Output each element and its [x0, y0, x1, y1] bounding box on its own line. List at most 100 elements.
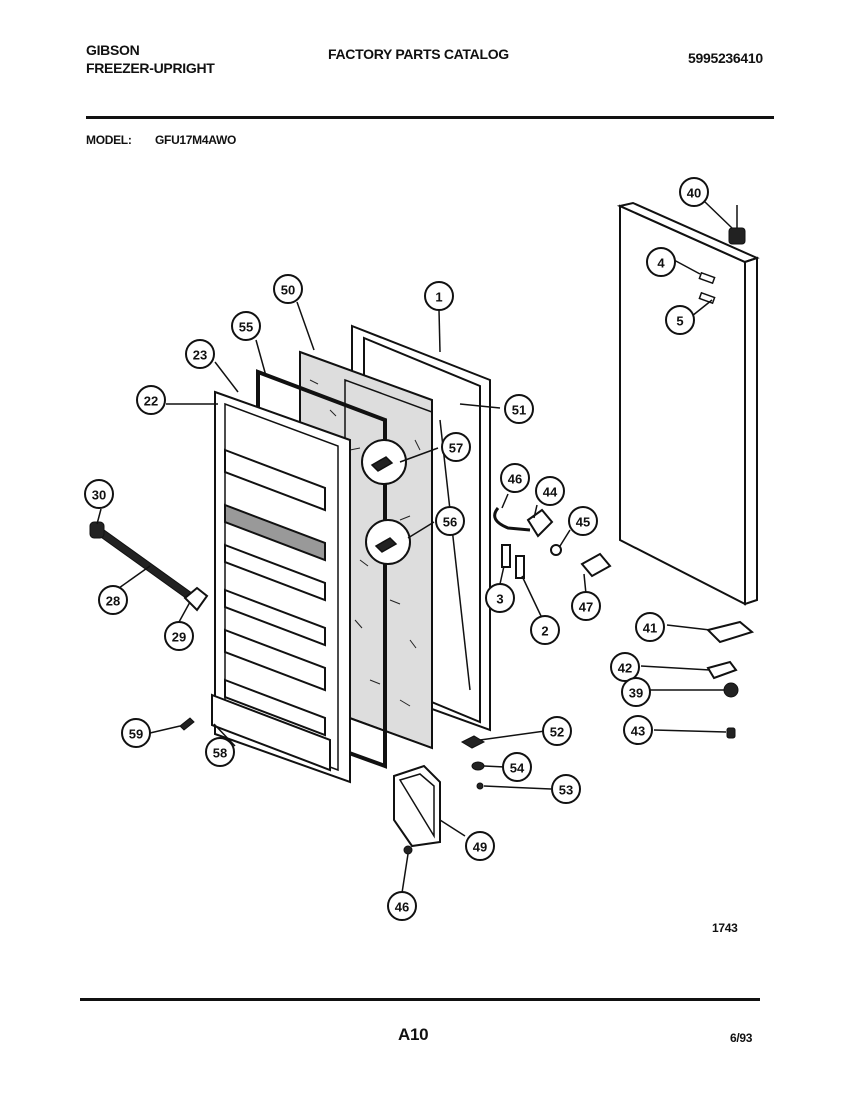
callout-label: 23 [193, 348, 207, 363]
callout-30: 30 [84, 479, 114, 509]
callout-circle [84, 479, 114, 509]
callout-label: 47 [579, 600, 593, 615]
callout-circle [98, 585, 128, 615]
callout-label: 22 [144, 394, 158, 409]
leader-lines [96, 200, 733, 894]
callout-49: 49 [465, 831, 495, 861]
callout-4: 4 [646, 247, 676, 277]
callout-label: 2 [541, 624, 548, 639]
callout-label: 28 [106, 594, 120, 609]
callout-circle [273, 274, 303, 304]
callout-label: 5 [676, 314, 683, 329]
callout-59: 59 [121, 718, 151, 748]
catalog-number: 5995236410 [688, 50, 763, 66]
bottom-hinge [706, 620, 755, 739]
callout-label: 42 [618, 661, 632, 676]
callout-43: 43 [623, 715, 653, 745]
callout-label: 40 [687, 186, 701, 201]
door-shelves [224, 448, 326, 737]
callout-1: 1 [424, 281, 454, 311]
callout-circle [136, 385, 166, 415]
callout-label: 3 [496, 592, 503, 607]
callout-circle [679, 177, 709, 207]
callout-circle [542, 716, 572, 746]
callout-circle [504, 394, 534, 424]
callout-circle [441, 432, 471, 462]
callout-label: 30 [92, 488, 106, 503]
callout-circle [623, 715, 653, 745]
callout-46: 46 [500, 463, 530, 493]
callout-42: 42 [610, 652, 640, 682]
callout-label: 45 [576, 515, 590, 530]
callout-label: 59 [129, 727, 143, 742]
callout-label: 49 [473, 840, 487, 855]
callout-label: 58 [213, 746, 227, 761]
bottom-hardware [179, 717, 486, 855]
callout-3: 3 [485, 583, 515, 613]
callout-57: 57 [441, 432, 471, 462]
callout-28: 28 [98, 585, 128, 615]
door-panel [616, 201, 760, 606]
callout-circle [185, 339, 215, 369]
callout-circle [435, 506, 465, 536]
callout-label: 51 [512, 403, 526, 418]
callout-label: 29 [172, 630, 186, 645]
product-type: FREEZER-UPRIGHT [86, 60, 215, 76]
footer-rule [80, 998, 760, 1001]
callout-circle [502, 752, 532, 782]
callout-circle [551, 774, 581, 804]
callout-circle [424, 281, 454, 311]
page-number: A10 [398, 1025, 429, 1044]
callout-label: 56 [443, 515, 457, 530]
catalog-date: 6/93 [730, 1031, 753, 1045]
callout-39: 39 [621, 677, 651, 707]
top-hinge-pin [728, 205, 746, 245]
callout-label: 50 [281, 283, 295, 298]
inner-door-liner [211, 390, 351, 784]
callout-circle [568, 506, 598, 536]
callout-label: 4 [657, 256, 665, 271]
callout-label: 55 [239, 320, 253, 335]
door-handle [89, 521, 209, 612]
callout-45: 45 [568, 506, 598, 536]
callout-29: 29 [164, 621, 194, 651]
callout-label: 39 [629, 686, 643, 701]
callout-circle [387, 891, 417, 921]
model-label: MODEL: [86, 133, 132, 147]
callout-41: 41 [635, 612, 665, 642]
callout-circle [635, 612, 665, 642]
callout-label: 57 [449, 441, 463, 456]
callout-label: 43 [631, 724, 645, 739]
callout-53: 53 [551, 774, 581, 804]
callout-circle [610, 652, 640, 682]
callout-5: 5 [665, 305, 695, 335]
callout-circle [164, 621, 194, 651]
callout-22: 22 [136, 385, 166, 415]
callout-54: 54 [502, 752, 532, 782]
callout-circle [530, 615, 560, 645]
label-detail-56 [365, 519, 411, 565]
label-detail-57 [361, 439, 407, 485]
callout-label: 44 [543, 485, 558, 500]
callout-circle [485, 583, 515, 613]
callout-circle [571, 591, 601, 621]
callout-56: 56 [435, 506, 465, 536]
callout-52: 52 [542, 716, 572, 746]
callout-47: 47 [571, 591, 601, 621]
callout-circle [646, 247, 676, 277]
callout-label: 54 [510, 761, 525, 776]
callout-label: 46 [395, 900, 409, 915]
figure-number: 1743 [712, 921, 738, 935]
callout-circle [500, 463, 530, 493]
catalog-title: FACTORY PARTS CATALOG [328, 46, 509, 62]
callout-circle [621, 677, 651, 707]
header-rule [86, 116, 774, 119]
callout-circle [665, 305, 695, 335]
callout-circle [231, 311, 261, 341]
callout-circle [121, 718, 151, 748]
callout-58: 58 [205, 737, 235, 767]
model-number: GFU17M4AWO [155, 133, 237, 147]
callout-label: 53 [559, 783, 573, 798]
